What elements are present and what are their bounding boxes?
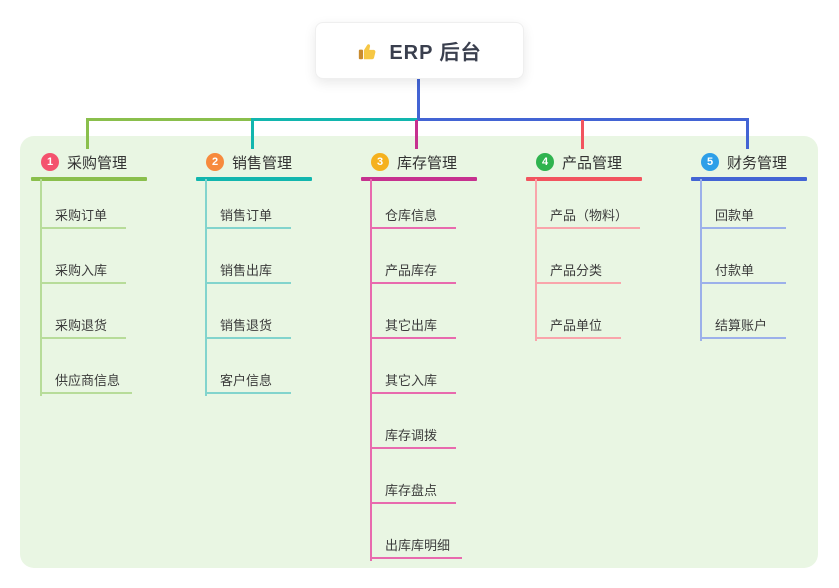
children-connector-line (205, 179, 207, 396)
node-stock-taking[interactable]: 库存盘点 (370, 478, 456, 504)
node-settlement-account[interactable]: 结算账户 (700, 313, 786, 339)
children-connector-line (370, 179, 372, 561)
node-supplier-info[interactable]: 供应商信息 (40, 368, 133, 394)
node-payment-order[interactable]: 付款单 (700, 258, 786, 284)
node-product-stock[interactable]: 产品库存 (370, 258, 456, 284)
branch-product-management[interactable]: 4 产品管理 (536, 150, 622, 174)
branch-underline (526, 177, 642, 181)
children-connector-line (40, 179, 42, 396)
drop-branch-1 (86, 118, 89, 149)
branch-badge: 2 (206, 153, 224, 171)
thumbs-up-icon (357, 40, 379, 62)
children-connector-line (700, 179, 702, 341)
branch-inventory-management[interactable]: 3 库存管理 (371, 150, 457, 174)
connector-branch-1 (86, 118, 253, 121)
node-product-unit[interactable]: 产品单位 (535, 313, 621, 339)
drop-branch-3 (415, 120, 418, 149)
branch-finance-management[interactable]: 5 财务管理 (701, 150, 787, 174)
connector-branch-2 (251, 118, 419, 121)
root-trunk-line (417, 79, 420, 120)
node-purchase-inbound[interactable]: 采购入库 (40, 258, 126, 284)
node-sales-order[interactable]: 销售订单 (205, 203, 291, 229)
branch-badge: 5 (701, 153, 719, 171)
branch-sales-management[interactable]: 2 销售管理 (206, 150, 292, 174)
node-other-inbound[interactable]: 其它入库 (370, 368, 456, 394)
node-customer-info[interactable]: 客户信息 (205, 368, 291, 394)
branch-title: 库存管理 (397, 154, 458, 172)
branch-title: 销售管理 (232, 154, 293, 172)
branch-title: 财务管理 (727, 154, 788, 172)
mindmap-background-panel (20, 136, 818, 568)
branch-badge: 4 (536, 153, 554, 171)
branch-underline (361, 177, 477, 181)
branch-title: 产品管理 (562, 154, 623, 172)
connector-branch-5 (417, 118, 748, 121)
node-sales-return[interactable]: 销售退货 (205, 313, 291, 339)
branch-title: 采购管理 (67, 154, 128, 172)
branch-underline (31, 177, 147, 181)
root-node[interactable]: ERP 后台 (315, 22, 524, 79)
drop-branch-2 (251, 118, 254, 149)
node-other-outbound[interactable]: 其它出库 (370, 313, 456, 339)
node-outbound-detail[interactable]: 出库库明细 (370, 533, 463, 559)
branch-badge: 3 (371, 153, 389, 171)
branch-badge: 1 (41, 153, 59, 171)
drop-branch-5 (746, 118, 749, 149)
root-title: ERP 后台 (389, 42, 482, 64)
children-connector-line (535, 179, 537, 341)
node-stock-transfer[interactable]: 库存调拨 (370, 423, 456, 449)
node-warehouse-info[interactable]: 仓库信息 (370, 203, 456, 229)
node-receipt-order[interactable]: 回款单 (700, 203, 786, 229)
node-product-material[interactable]: 产品（物料） (535, 203, 641, 229)
drop-branch-4 (581, 120, 584, 149)
node-purchase-order[interactable]: 采购订单 (40, 203, 126, 229)
branch-underline (691, 177, 807, 181)
node-sales-outbound[interactable]: 销售出库 (205, 258, 291, 284)
branch-purchase-management[interactable]: 1 采购管理 (41, 150, 127, 174)
branch-underline (196, 177, 312, 181)
node-purchase-return[interactable]: 采购退货 (40, 313, 126, 339)
node-product-category[interactable]: 产品分类 (535, 258, 621, 284)
